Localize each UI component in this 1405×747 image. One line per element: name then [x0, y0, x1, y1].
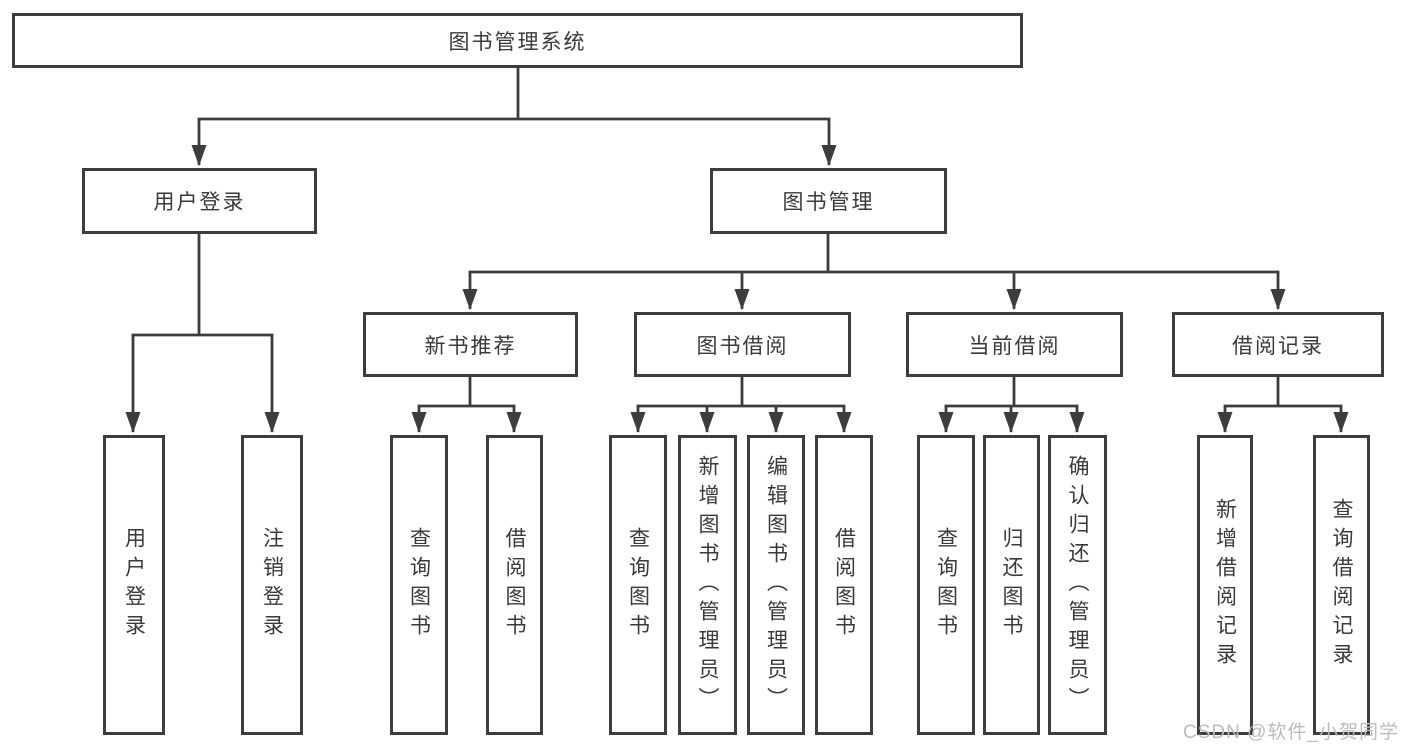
leaf-label: 借阅图书 — [832, 527, 856, 643]
node-current-borrow: 当前借阅 — [906, 312, 1123, 377]
leaf-label: 查询图书 — [407, 527, 431, 643]
leaf-query-books-recommend: 查询图书 — [390, 435, 448, 735]
leaf-label: 注销登录 — [260, 527, 284, 643]
leaf-label: 查询借阅记录 — [1330, 498, 1353, 672]
leaf-query-borrow-record: 查询借阅记录 — [1313, 435, 1370, 735]
leaf-query-books-borrow: 查询图书 — [609, 435, 667, 735]
node-borrow-records: 借阅记录 — [1172, 312, 1384, 377]
leaf-user-login: 用户登录 — [103, 435, 165, 735]
leaf-label: 归还图书 — [1000, 527, 1023, 643]
node-new-book-recommend: 新书推荐 — [363, 312, 578, 377]
leaf-add-borrow-record: 新增借阅记录 — [1197, 435, 1253, 735]
leaf-label: 确认归还（管理员） — [1066, 454, 1089, 716]
leaf-borrow-books-recommend: 借阅图书 — [486, 435, 543, 735]
leaf-query-books-current: 查询图书 — [917, 435, 975, 735]
leaf-label: 查询图书 — [626, 527, 650, 643]
leaf-label: 用户登录 — [122, 527, 146, 643]
leaf-label: 新增图书（管理员） — [696, 454, 719, 716]
leaf-confirm-return-admin: 确认归还（管理员） — [1048, 435, 1107, 735]
leaf-add-book-admin: 新增图书（管理员） — [678, 435, 737, 735]
leaf-return-book: 归还图书 — [983, 435, 1040, 735]
leaf-label: 借阅图书 — [503, 527, 526, 643]
leaf-label: 编辑图书（管理员） — [764, 454, 788, 716]
leaf-borrow-books: 借阅图书 — [815, 435, 873, 735]
leaf-logout: 注销登录 — [241, 435, 303, 735]
node-book-management: 图书管理 — [710, 168, 947, 234]
node-user-login: 用户登录 — [82, 168, 317, 234]
node-library-management-system: 图书管理系统 — [12, 13, 1023, 68]
leaf-edit-book-admin: 编辑图书（管理员） — [747, 435, 805, 735]
leaf-label: 查询图书 — [934, 527, 958, 643]
node-book-borrow: 图书借阅 — [634, 312, 851, 377]
watermark: CSDN @软件_小贺同学 — [1183, 722, 1399, 743]
leaf-label: 新增借阅记录 — [1213, 498, 1237, 672]
